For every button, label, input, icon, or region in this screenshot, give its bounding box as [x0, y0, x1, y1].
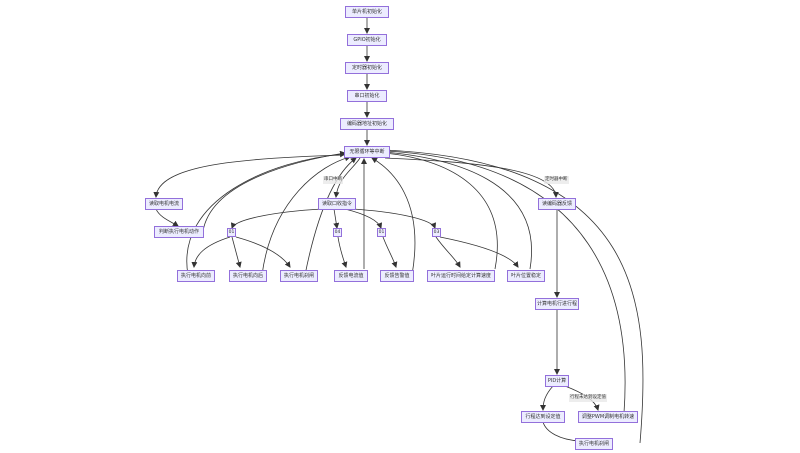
node-reach-target: 行程达到设定值 [521, 411, 565, 423]
cmd-box-01b: 01 [377, 228, 386, 237]
cmd-box-04: 04 [333, 228, 342, 237]
edge-cmd01a-brake [235, 236, 291, 268]
node-brake2: 执行电机刹闸 [575, 438, 613, 450]
edge-cmd03-blade-pos [439, 236, 519, 268]
edge-uartread-cmd04 [333, 208, 340, 229]
edge-blade-pos-loop [384, 149, 532, 270]
edge-backward-loop [261, 155, 351, 276]
edge-pwm-loop [384, 148, 626, 414]
node-backward: 执行电机向后 [229, 270, 267, 282]
node-feedback-alarm: 反馈告警值 [380, 270, 414, 282]
node-forward: 执行电机向前 [177, 270, 215, 282]
edge-cmd03-blade-travel [435, 236, 461, 268]
edge-pid-reach [540, 385, 554, 411]
node-feedback-current: 反馈电流值 [334, 270, 368, 282]
cmd-box-03: 03 [432, 228, 441, 237]
node-read-current: 读取电机电流 [145, 198, 183, 210]
edge-read-current-judge [155, 208, 179, 227]
edge-feedback-alarm-loop [371, 157, 416, 276]
node-timer-init: 定时器初始化 [345, 62, 389, 74]
edge-forward-loop [186, 151, 346, 276]
edge-loop-uart-read [333, 157, 361, 198]
node-loop: 无限循环等中断 [344, 146, 390, 158]
node-uart-read: 读取口收指令 [318, 198, 356, 210]
node-pwm-adjust: 调整PWM调制电机转速 [578, 411, 638, 423]
node-calc-travel: 计算电机行进行程 [535, 298, 579, 310]
edge-cmd01a-backward [231, 236, 242, 268]
node-blade-pos: 叶片位置稳定 [507, 270, 545, 282]
node-read-encoder: 读编码器反馈 [538, 198, 576, 210]
edge-uartread-cmd03 [351, 208, 437, 229]
node-judge-action: 判断执行电机动作 [154, 226, 204, 238]
cmd-box-01a: 01 [227, 228, 236, 237]
edge-cmd04-feedback-current [337, 236, 348, 268]
edge-loop-read-current [153, 154, 346, 198]
edge-label-timer-int: 定时器中断 [544, 176, 569, 184]
edge-blade-travel-loop [384, 150, 498, 270]
node-uart-init: 串口初始化 [347, 90, 387, 102]
node-brake: 执行电机刹闸 [280, 270, 318, 282]
node-blade-travel: 叶片运行时间给定计算速度 [427, 270, 495, 282]
edge-label-uart-int: 串口中断 [323, 176, 343, 184]
edge-brake-loop [304, 157, 357, 276]
edge-judge-loop [202, 150, 346, 232]
node-gpio-init: GPIO初始化 [347, 34, 387, 46]
edge-uartread-cmd01b [344, 208, 383, 229]
edge-brake2-loop [384, 147, 644, 444]
node-encoder-init: 编码器地址初始化 [340, 118, 394, 130]
edge-label-not-reached: 行程未达到设定值 [569, 394, 607, 402]
node-mcu-init: 单片机初始化 [345, 6, 389, 18]
edge-uartread-cmd01a [230, 208, 323, 229]
edge-cmd01a-forward [191, 236, 231, 268]
edge-cmd01b-feedback-alarm [382, 236, 398, 268]
node-pid: PID计算 [545, 375, 569, 387]
